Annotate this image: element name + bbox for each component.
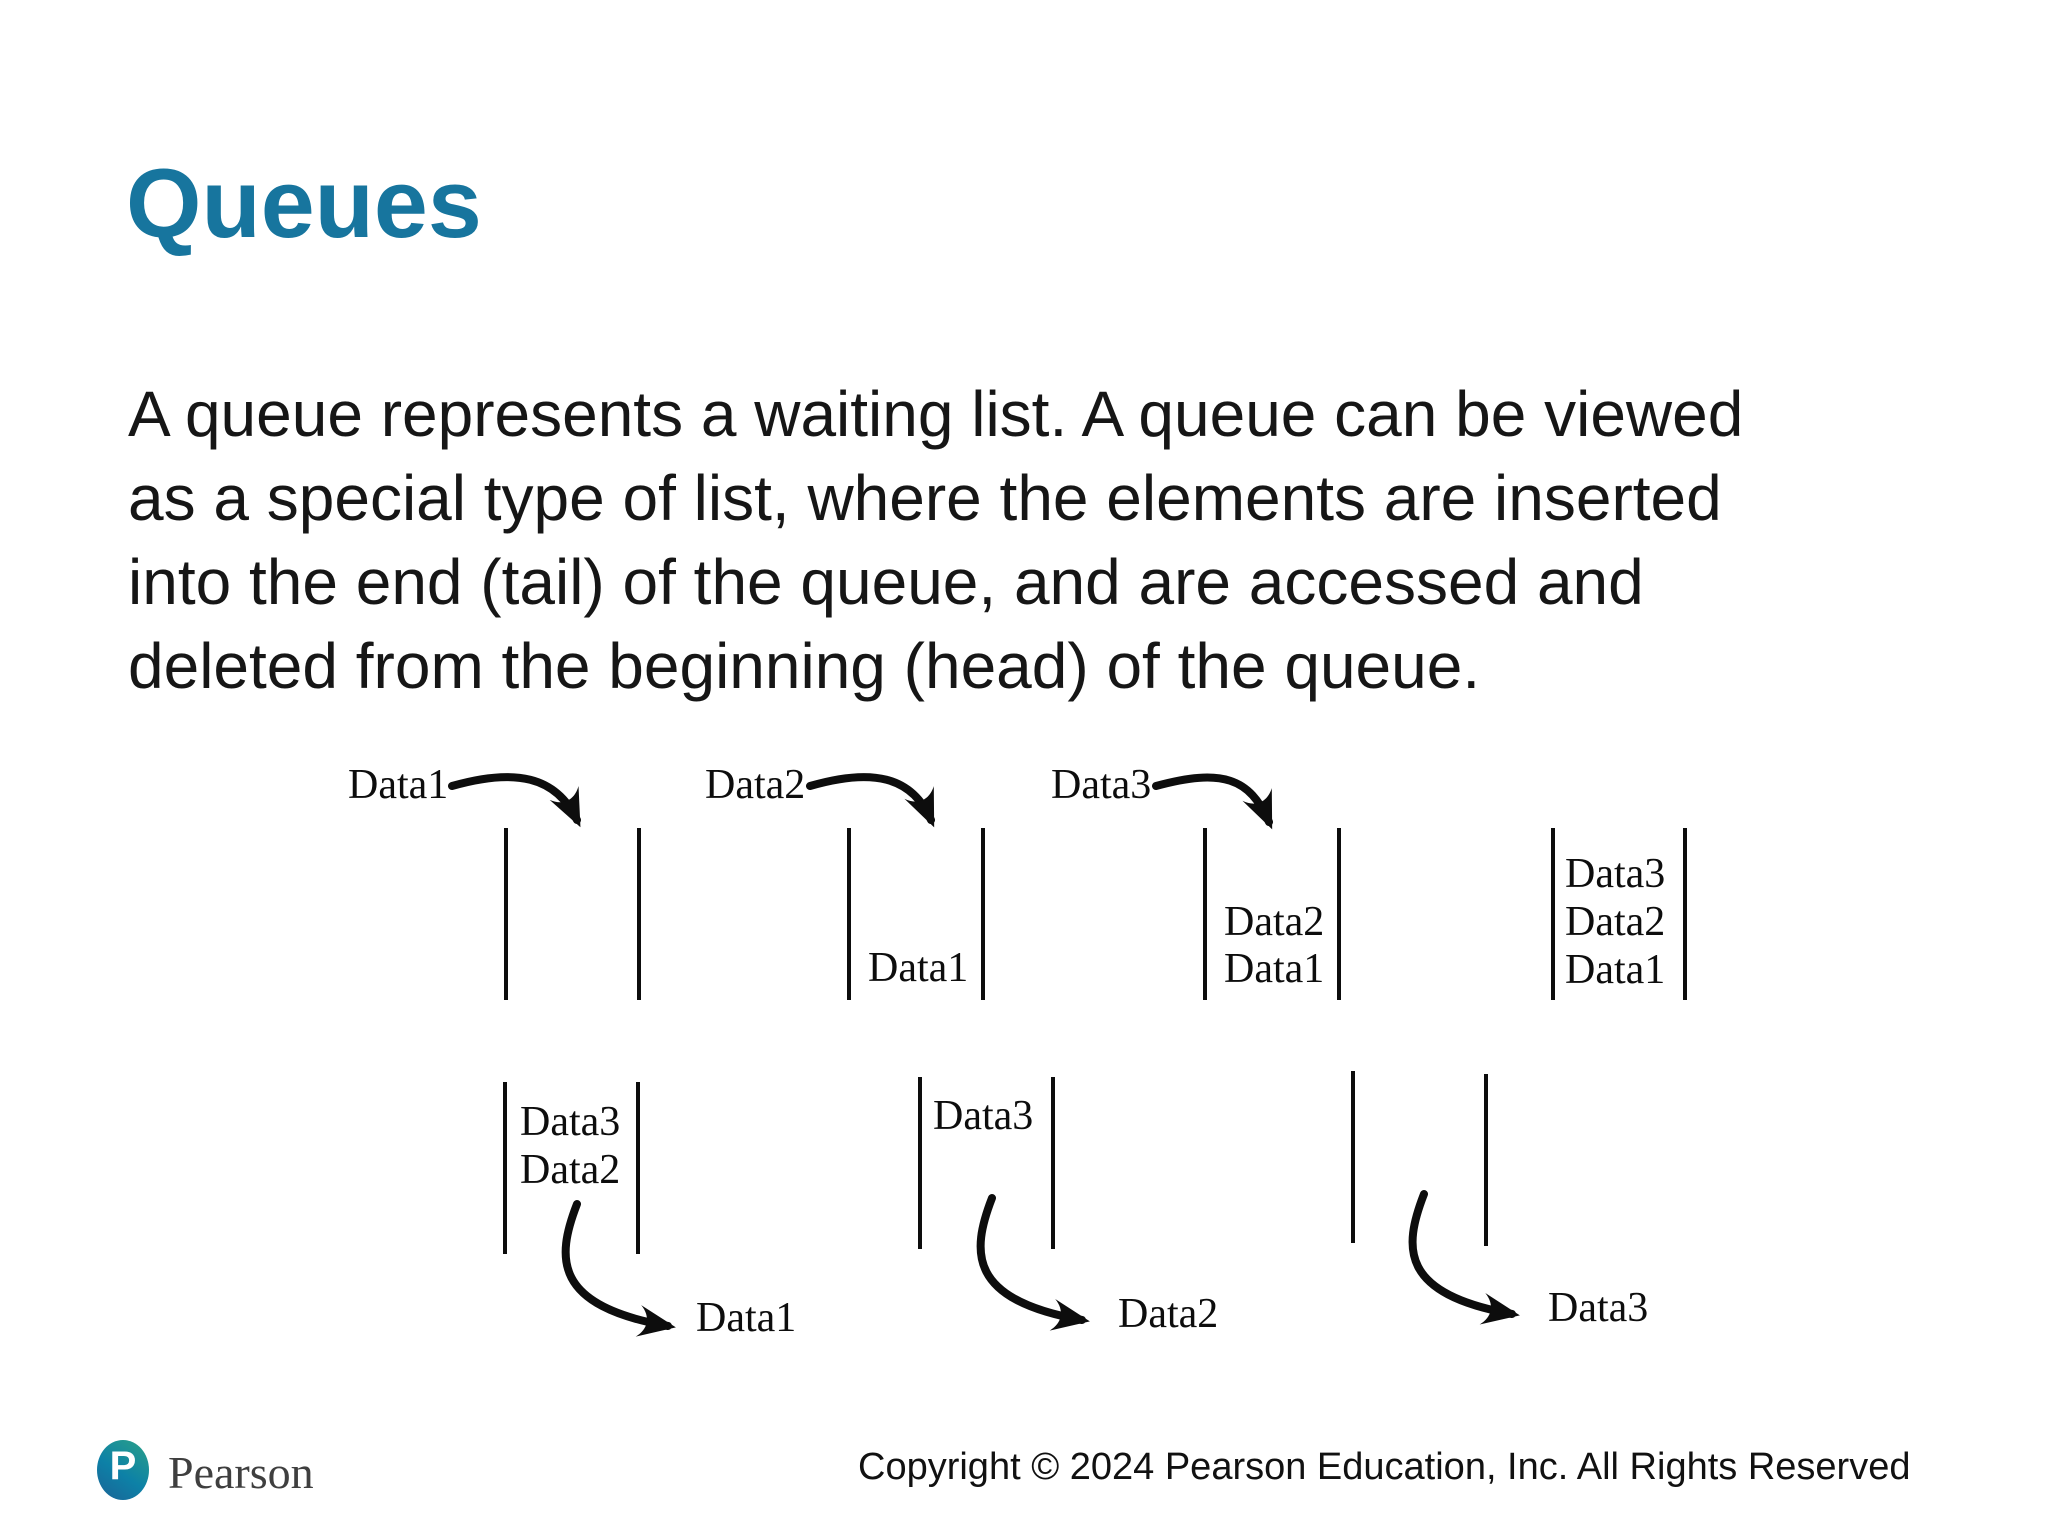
enqueue-arrow-data1 bbox=[448, 773, 581, 828]
paragraph-line: A queue represents a waiting list. A que… bbox=[128, 378, 1744, 450]
pearson-logo-letter: P bbox=[109, 1444, 137, 1488]
dequeue-label-data3: Data3 bbox=[1548, 1285, 1649, 1331]
queue5-left-wall bbox=[503, 1082, 507, 1254]
body-paragraph: A queue represents a waiting list. A que… bbox=[128, 372, 1743, 708]
pearson-wordmark: Pearson bbox=[168, 1447, 314, 1498]
queue6-left-wall bbox=[918, 1077, 922, 1249]
queue5-item: Data3 bbox=[520, 1099, 621, 1145]
enqueue-arrow-data2 bbox=[806, 773, 935, 828]
queue1-right-wall bbox=[637, 828, 641, 1000]
queue4-right-wall bbox=[1683, 828, 1687, 1000]
queue4-left-wall bbox=[1551, 828, 1555, 1000]
enqueue-label-data3: Data3 bbox=[1051, 762, 1152, 808]
paragraph-line: into the end (tail) of the queue, and ar… bbox=[128, 546, 1644, 618]
queue1-left-wall bbox=[504, 828, 508, 1000]
queue3-item: Data2 bbox=[1224, 899, 1325, 945]
enqueue-label-data2: Data2 bbox=[705, 762, 806, 808]
queue2-item: Data1 bbox=[868, 945, 969, 991]
paragraph-line: deleted from the beginning (head) of the… bbox=[128, 630, 1481, 702]
dequeue-label-data2: Data2 bbox=[1118, 1291, 1219, 1337]
queue5-right-wall bbox=[636, 1082, 640, 1254]
dequeue-label-data1: Data1 bbox=[696, 1295, 797, 1341]
queue4-item: Data2 bbox=[1565, 899, 1666, 945]
queue4-item: Data1 bbox=[1565, 947, 1666, 993]
page-title: Queues bbox=[126, 149, 482, 258]
dequeue-arrow-data3 bbox=[1408, 1190, 1520, 1325]
queue2-right-wall bbox=[981, 828, 985, 1000]
queue3-item: Data1 bbox=[1224, 946, 1325, 992]
queue7-left-wall bbox=[1351, 1071, 1355, 1243]
dequeue-arrow-data2 bbox=[976, 1194, 1090, 1331]
queue2-left-wall bbox=[847, 828, 851, 1000]
pearson-logo-icon: P bbox=[97, 1440, 149, 1500]
enqueue-arrow-data3 bbox=[1152, 773, 1273, 830]
queue5-item: Data2 bbox=[520, 1147, 621, 1193]
queue6-item: Data3 bbox=[933, 1093, 1034, 1139]
queue7-right-wall bbox=[1484, 1074, 1488, 1246]
paragraph-line: as a special type of list, where the ele… bbox=[128, 462, 1722, 534]
queue6-right-wall bbox=[1051, 1077, 1055, 1249]
copyright-text: Copyright © 2024 Pearson Education, Inc.… bbox=[858, 1446, 1911, 1488]
enqueue-label-data1: Data1 bbox=[348, 762, 449, 808]
dequeue-arrow-data1 bbox=[561, 1200, 676, 1337]
queue3-right-wall bbox=[1337, 828, 1341, 1000]
queue4-item: Data3 bbox=[1565, 851, 1666, 897]
queue3-left-wall bbox=[1203, 828, 1207, 1000]
